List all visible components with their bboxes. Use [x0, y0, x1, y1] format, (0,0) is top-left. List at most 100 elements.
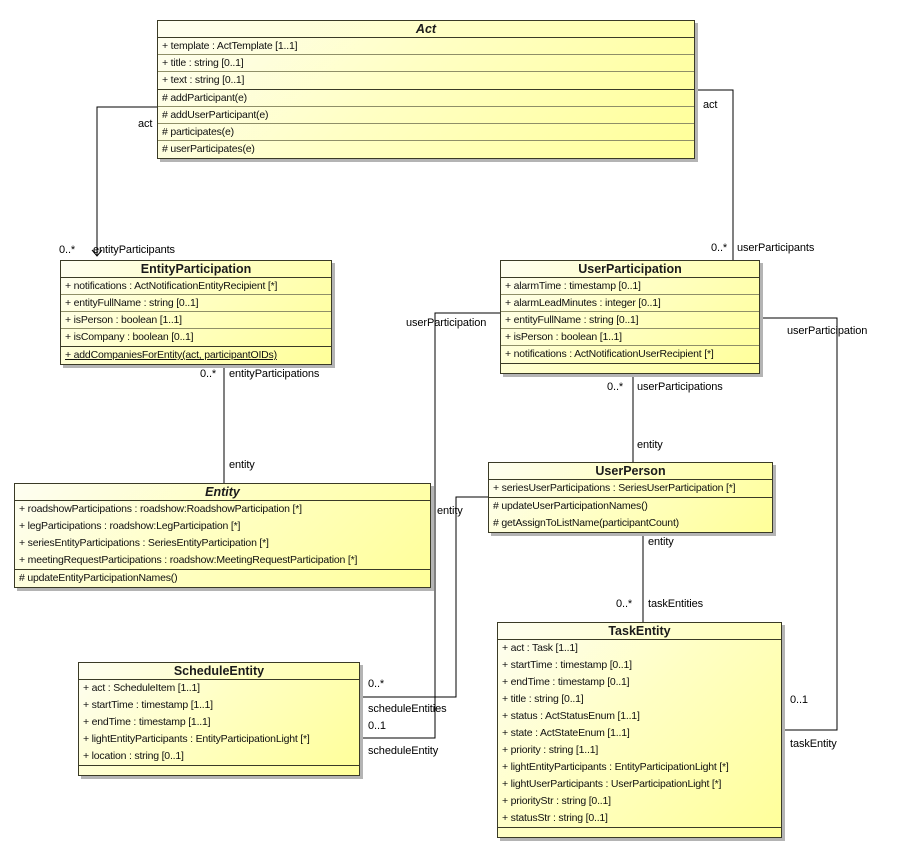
- class-box-entity[interactable]: Entity + roadshowParticipations : roadsh…: [14, 483, 431, 588]
- class-operations: [501, 363, 759, 373]
- association-act-userparticipation[interactable]: [692, 89, 734, 262]
- edge-role-scheduleentity[interactable]: scheduleEntity: [368, 745, 439, 757]
- class-attribute: + startTime : timestamp [1..1]: [83, 699, 213, 711]
- class-box-act[interactable]: Act + template : ActTemplate [1..1]+ tit…: [157, 20, 695, 159]
- class-attributes: + notifications : ActNotificationEntityR…: [61, 278, 331, 346]
- class-title: UserParticipation: [501, 261, 759, 278]
- class-attributes: + seriesUserParticipations : SeriesUserP…: [489, 480, 772, 497]
- edge-role-scheduleentities[interactable]: scheduleEntities: [368, 703, 447, 715]
- edge-role-userparticipants[interactable]: userParticipants: [737, 242, 815, 254]
- class-operations: [498, 827, 781, 837]
- class-attribute: + lightEntityParticipants : EntityPartic…: [502, 761, 729, 773]
- class-attribute: + entityFullName : string [0..1]: [61, 295, 331, 312]
- class-attributes: + alarmTime : timestamp [0..1]+ alarmLea…: [501, 278, 759, 363]
- class-attribute: + isCompany : boolean [0..1]: [65, 331, 194, 343]
- class-attribute: + text : string [0..1]: [162, 74, 245, 86]
- class-attribute: + seriesUserParticipations : SeriesUserP…: [493, 482, 736, 494]
- class-attributes: + template : ActTemplate [1..1]+ title :…: [158, 38, 694, 89]
- edge-mult-taskentities[interactable]: 0..*: [616, 598, 633, 610]
- class-title: TaskEntity: [498, 623, 781, 640]
- class-title: Act: [158, 21, 694, 38]
- class-attribute: + endTime : timestamp [1..1]: [83, 716, 211, 728]
- class-operation: + addCompaniesForEntity(act, participant…: [65, 349, 277, 361]
- class-box-userparticipation[interactable]: UserParticipation + alarmTime : timestam…: [500, 260, 760, 374]
- class-operation: # updateEntityParticipationNames(): [19, 572, 178, 584]
- class-operation: # updateUserParticipationNames(): [493, 500, 648, 512]
- edge-role-act[interactable]: act: [703, 99, 718, 111]
- association-userparticipation-scheduleentity[interactable]: [355, 312, 503, 739]
- class-attribute: + title : string [0..1]: [158, 55, 694, 72]
- class-operation: # userParticipates(e): [162, 143, 255, 155]
- class-box-taskentity[interactable]: TaskEntity + act : Task [1..1] + startTim…: [497, 622, 782, 838]
- association-act-entityparticipation[interactable]: [96, 106, 160, 256]
- class-attribute: + isPerson : boolean [1..1]: [61, 312, 331, 329]
- edge-mult-entityparticipations[interactable]: 0..*: [200, 368, 217, 380]
- class-attribute: + act : ScheduleItem [1..1]: [83, 682, 200, 694]
- class-operations: # updateUserParticipationNames() # getAss…: [489, 497, 772, 532]
- edge-role-act[interactable]: act: [138, 118, 153, 130]
- class-attribute: + meetingRequestParticipations : roadsho…: [19, 554, 358, 566]
- class-attribute: + alarmTime : timestamp [0..1]: [501, 278, 759, 295]
- class-title: Entity: [15, 484, 430, 501]
- class-attribute: + seriesEntityParticipations : SeriesEnt…: [19, 537, 269, 549]
- association-userperson-scheduleentity[interactable]: [355, 496, 492, 698]
- class-attributes: + roadshowParticipations : roadshow:Road…: [15, 501, 430, 569]
- edge-role-entity[interactable]: entity: [437, 505, 463, 517]
- edge-role-entity[interactable]: entity: [648, 536, 674, 548]
- class-attribute: + endTime : timestamp [0..1]: [502, 676, 630, 688]
- class-attribute: + statusStr : string [0..1]: [502, 812, 608, 824]
- class-attribute: + alarmLeadMinutes : integer [0..1]: [501, 295, 759, 312]
- class-attribute: + roadshowParticipations : roadshow:Road…: [19, 503, 302, 515]
- class-attribute: + location : string [0..1]: [83, 750, 184, 762]
- edge-role-userparticipation[interactable]: userParticipation: [406, 317, 487, 329]
- edge-mult-scheduleentities[interactable]: 0..*: [368, 678, 385, 690]
- edge-mult-taskentity[interactable]: 0..1: [790, 694, 808, 706]
- edge-role-entityparticipants[interactable]: entityParticipants: [93, 244, 175, 256]
- class-attribute: + notifications : ActNotificationUserRec…: [505, 348, 714, 360]
- edge-role-taskentities[interactable]: taskEntities: [648, 598, 704, 610]
- edge-role-entity[interactable]: entity: [229, 459, 255, 471]
- class-box-userperson[interactable]: UserPerson + seriesUserParticipations : …: [488, 462, 773, 533]
- class-attribute: + lightUserParticipants : UserParticipat…: [502, 778, 722, 790]
- edge-mult-scheduleentity[interactable]: 0..1: [368, 720, 386, 732]
- class-attribute: + legParticipations : roadshow:LegPartic…: [19, 520, 241, 532]
- class-attribute: + priorityStr : string [0..1]: [502, 795, 611, 807]
- class-attributes: + act : ScheduleItem [1..1] + startTime :…: [79, 680, 359, 765]
- association-arrowhead: [91, 249, 103, 257]
- edge-mult-entityparticipants[interactable]: 0..*: [59, 244, 76, 256]
- class-operation: # getAssignToListName(participantCount): [493, 517, 679, 529]
- class-attribute: + status : ActStatusEnum [1..1]: [502, 710, 640, 722]
- class-attribute: + act : Task [1..1]: [502, 642, 578, 654]
- class-operations: # addParticipant(e)# addUserParticipant(…: [158, 89, 694, 158]
- class-operation: # participates(e): [158, 124, 694, 141]
- class-attribute: + isPerson : boolean [1..1]: [501, 329, 759, 346]
- class-attribute: + state : ActStateEnum [1..1]: [502, 727, 630, 739]
- edge-role-entityparticipations[interactable]: entityParticipations: [229, 368, 320, 380]
- edge-role-userparticipation[interactable]: userParticipation: [787, 325, 868, 337]
- edge-role-entity[interactable]: entity: [637, 439, 663, 451]
- class-attribute: + notifications : ActNotificationEntityR…: [61, 278, 331, 295]
- class-operation: # addParticipant(e): [158, 90, 694, 107]
- edge-mult-userparticipations[interactable]: 0..*: [607, 381, 624, 393]
- class-title: UserPerson: [489, 463, 772, 480]
- class-box-scheduleentity[interactable]: ScheduleEntity + act : ScheduleItem [1..…: [78, 662, 360, 776]
- class-operation: # addUserParticipant(e): [158, 107, 694, 124]
- association-userparticipation-taskentity[interactable]: [757, 317, 838, 731]
- class-box-entityparticipation[interactable]: EntityParticipation + notifications : Ac…: [60, 260, 332, 365]
- class-attribute: + title : string [0..1]: [502, 693, 584, 705]
- class-attribute: + lightEntityParticipants : EntityPartic…: [83, 733, 310, 745]
- edge-mult-userparticipants[interactable]: 0..*: [711, 242, 728, 254]
- class-operations: [79, 765, 359, 775]
- class-operations: # updateEntityParticipationNames(): [15, 569, 430, 587]
- class-attributes: + act : Task [1..1] + startTime : timesta…: [498, 640, 781, 827]
- class-operations: + addCompaniesForEntity(act, participant…: [61, 346, 331, 364]
- edge-role-taskentity[interactable]: taskEntity: [790, 738, 837, 750]
- edge-role-userparticipations[interactable]: userParticipations: [637, 381, 723, 393]
- class-attribute: + template : ActTemplate [1..1]: [158, 38, 694, 55]
- class-attribute: + startTime : timestamp [0..1]: [502, 659, 632, 671]
- class-title: EntityParticipation: [61, 261, 331, 278]
- class-title: ScheduleEntity: [79, 663, 359, 680]
